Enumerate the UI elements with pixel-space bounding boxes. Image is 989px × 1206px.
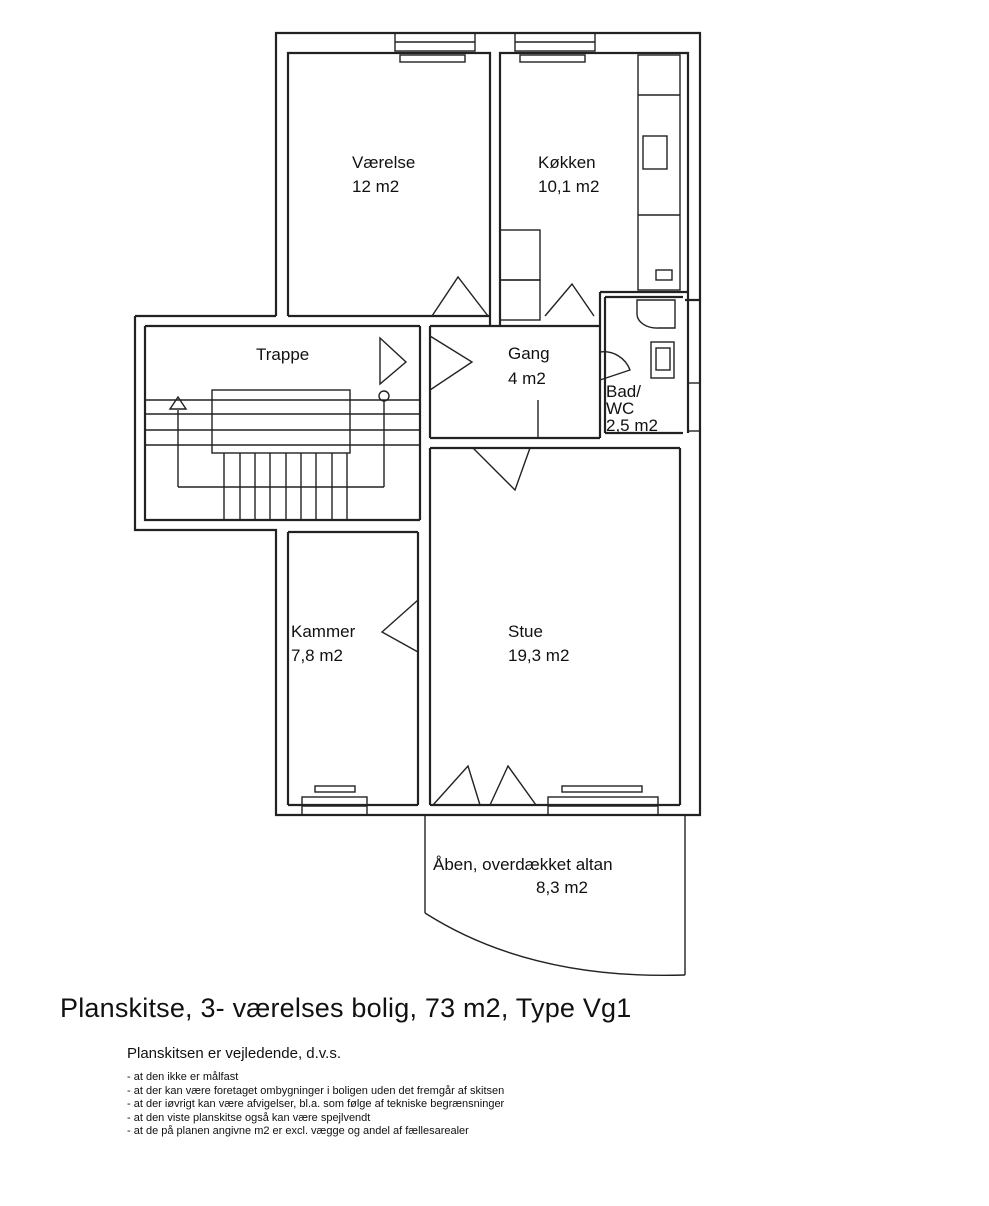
room-area-gang: 4 m2 (508, 369, 546, 388)
room-label-stue: Stue (508, 622, 543, 641)
room-area-stue: 19,3 m2 (508, 646, 569, 665)
room-label-vaerelse: Værelse (352, 153, 415, 172)
note-item: - at den viste planskitse også kan være … (127, 1111, 371, 1124)
floor-plan: Værelse 12 m2 Køkken 10,1 m2 Trappe Gang… (133, 31, 702, 977)
room-label-koekken: Køkken (538, 153, 596, 172)
room-area-altan: 8,3 m2 (536, 878, 588, 897)
room-label-bad-line2: WC (606, 399, 634, 418)
staircase (145, 336, 420, 520)
room-area-bad: 2,5 m2 (606, 416, 658, 435)
plan-caption: Planskitse, 3- værelses bolig, 73 m2, Ty… (60, 993, 632, 1023)
notes-heading: Planskitsen er vejledende, d.v.s. (127, 1045, 342, 1062)
note-item: - at de på planen angivne m2 er excl. væ… (127, 1125, 469, 1137)
room-label-bad-line1: Bad/ (606, 382, 641, 401)
notes-list: - at den ikke er målfast - at der kan væ… (127, 1071, 504, 1139)
note-item: - at der kan være foretaget ombygninger … (127, 1084, 505, 1097)
kitchen-fixtures (499, 54, 681, 321)
room-label-trappe: Trappe (256, 345, 309, 364)
room-area-kammer: 7,8 m2 (291, 646, 343, 665)
room-label-altan: Åben, overdækket altan (433, 855, 613, 874)
windows (301, 32, 701, 816)
room-area-vaerelse: 12 m2 (352, 177, 399, 196)
note-item: - at den ikke er målfast (127, 1071, 239, 1083)
bathroom-fixtures (636, 299, 676, 379)
note-item: - at der iøvrigt kan være afvigelser, bl… (127, 1098, 505, 1110)
doors (380, 275, 631, 806)
room-area-koekken: 10,1 m2 (538, 177, 599, 196)
interior-walls (286, 290, 688, 807)
balcony-outline (424, 815, 686, 977)
room-label-gang: Gang (508, 344, 550, 363)
room-label-kammer: Kammer (291, 622, 356, 641)
